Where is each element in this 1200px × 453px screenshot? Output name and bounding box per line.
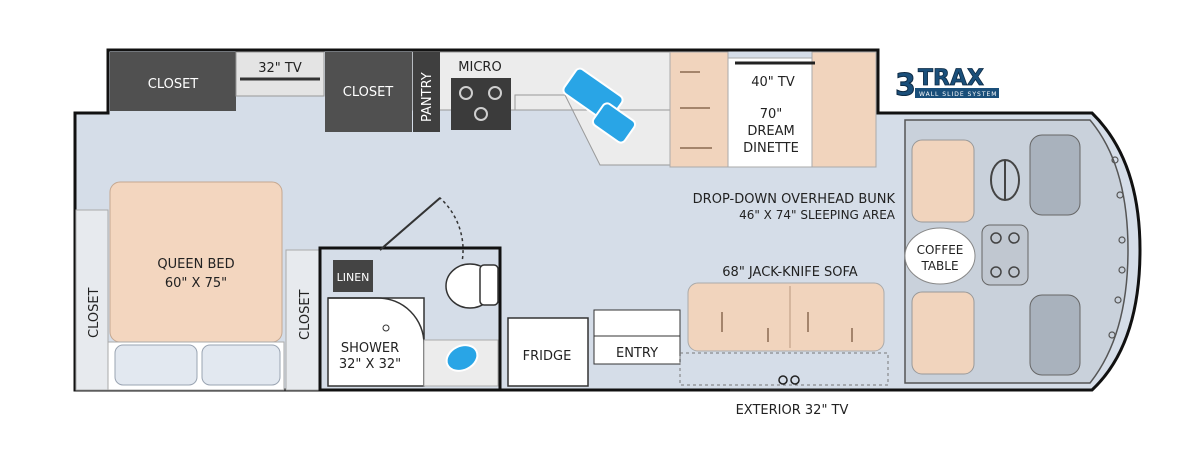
label-queen-line1: QUEEN BED: [157, 257, 234, 272]
dinette-seat-right: [811, 51, 877, 168]
cab-dash-bolts: [1108, 156, 1126, 339]
shower: [327, 297, 425, 387]
passenger-seat: [1029, 294, 1081, 376]
label-queen-line2: 60" X 75": [165, 276, 227, 291]
label-bunk-line1: DROP-DOWN OVERHEAD BUNK: [693, 192, 896, 207]
linen-closet: [333, 260, 373, 292]
label-micro: MICRO: [458, 60, 501, 75]
sofa-seatbelts-icon: [721, 312, 853, 342]
label-bunk-line2: 46" X 74" SLEEPING AREA: [739, 208, 896, 222]
svg-text:TRAX: TRAX: [918, 66, 984, 91]
fridge: [507, 317, 589, 387]
exterior-tv-icon: [730, 375, 850, 392]
dinette-table: [727, 57, 813, 168]
label-coffee-line1: COFFEE: [917, 243, 964, 257]
label-pantry: PANTRY: [420, 72, 435, 122]
kitchen-sink-icon: [562, 67, 637, 144]
closet-top-mid: [325, 52, 412, 132]
pillow-right: [201, 344, 281, 386]
label-fridge: FRIDGE: [523, 349, 572, 364]
label-tv-top: 32" TV: [258, 61, 302, 76]
label-dinette-line2: DREAM: [747, 124, 794, 139]
pantry: [413, 52, 440, 132]
center-console: [981, 224, 1029, 286]
toilet-tank-icon: [479, 264, 499, 306]
trax-logo: 3 TRAX WALL SLIDE SYSTEM: [895, 66, 999, 104]
label-sofa: 68" JACK-KNIFE SOFA: [722, 265, 858, 280]
label-linen: LINEN: [337, 271, 370, 284]
label-exterior-tv: EXTERIOR 32" TV: [736, 403, 849, 418]
cab-seat-top: [911, 139, 975, 223]
bath-door: [379, 197, 441, 251]
svg-text:WALL SLIDE SYSTEM: WALL SLIDE SYSTEM: [919, 91, 997, 98]
entry-step: [593, 309, 681, 365]
closet-top-left: [110, 52, 236, 111]
driver-seat: [1029, 134, 1081, 216]
dinette-seat-left: [669, 51, 729, 168]
label-dinette-line3: DINETTE: [743, 141, 799, 156]
closet-bed-side: [285, 249, 321, 391]
label-shower-line2: 32" X 32": [339, 357, 401, 372]
shower-drain-icon: [382, 324, 390, 332]
label-shower-line1: SHOWER: [341, 341, 399, 356]
label-dinette-tv: 40" TV: [751, 75, 795, 90]
coffee-table: [904, 227, 976, 285]
label-entry: ENTRY: [616, 346, 658, 361]
sofa-slide-dashed: [679, 352, 889, 386]
bath-wall-box: [318, 246, 502, 392]
label-closet-bed-side: CLOSET: [298, 289, 313, 340]
svg-text:3: 3: [895, 68, 916, 103]
microwave-stove: [451, 78, 511, 130]
label-closet-top-mid: CLOSET: [343, 85, 394, 100]
tv-wall-top: [235, 51, 325, 97]
dinette-seatbelts-icon: [680, 71, 712, 149]
label-closet-left: CLOSET: [87, 287, 102, 338]
label-coffee-line2: TABLE: [920, 259, 958, 273]
stove-burners-icon: [459, 86, 502, 121]
shower-curve: [328, 297, 425, 386]
bath-sink-icon: [445, 344, 479, 372]
cup-holders-icon: [990, 232, 1020, 278]
label-closet-top-left: CLOSET: [148, 77, 199, 92]
label-dinette-line1: 70": [760, 107, 783, 122]
pillow-left: [114, 344, 198, 386]
closet-left: [75, 209, 109, 391]
cab-seat-bottom: [911, 291, 975, 375]
steering-wheel-icon: [990, 159, 1020, 201]
jack-knife-sofa: [687, 282, 885, 352]
